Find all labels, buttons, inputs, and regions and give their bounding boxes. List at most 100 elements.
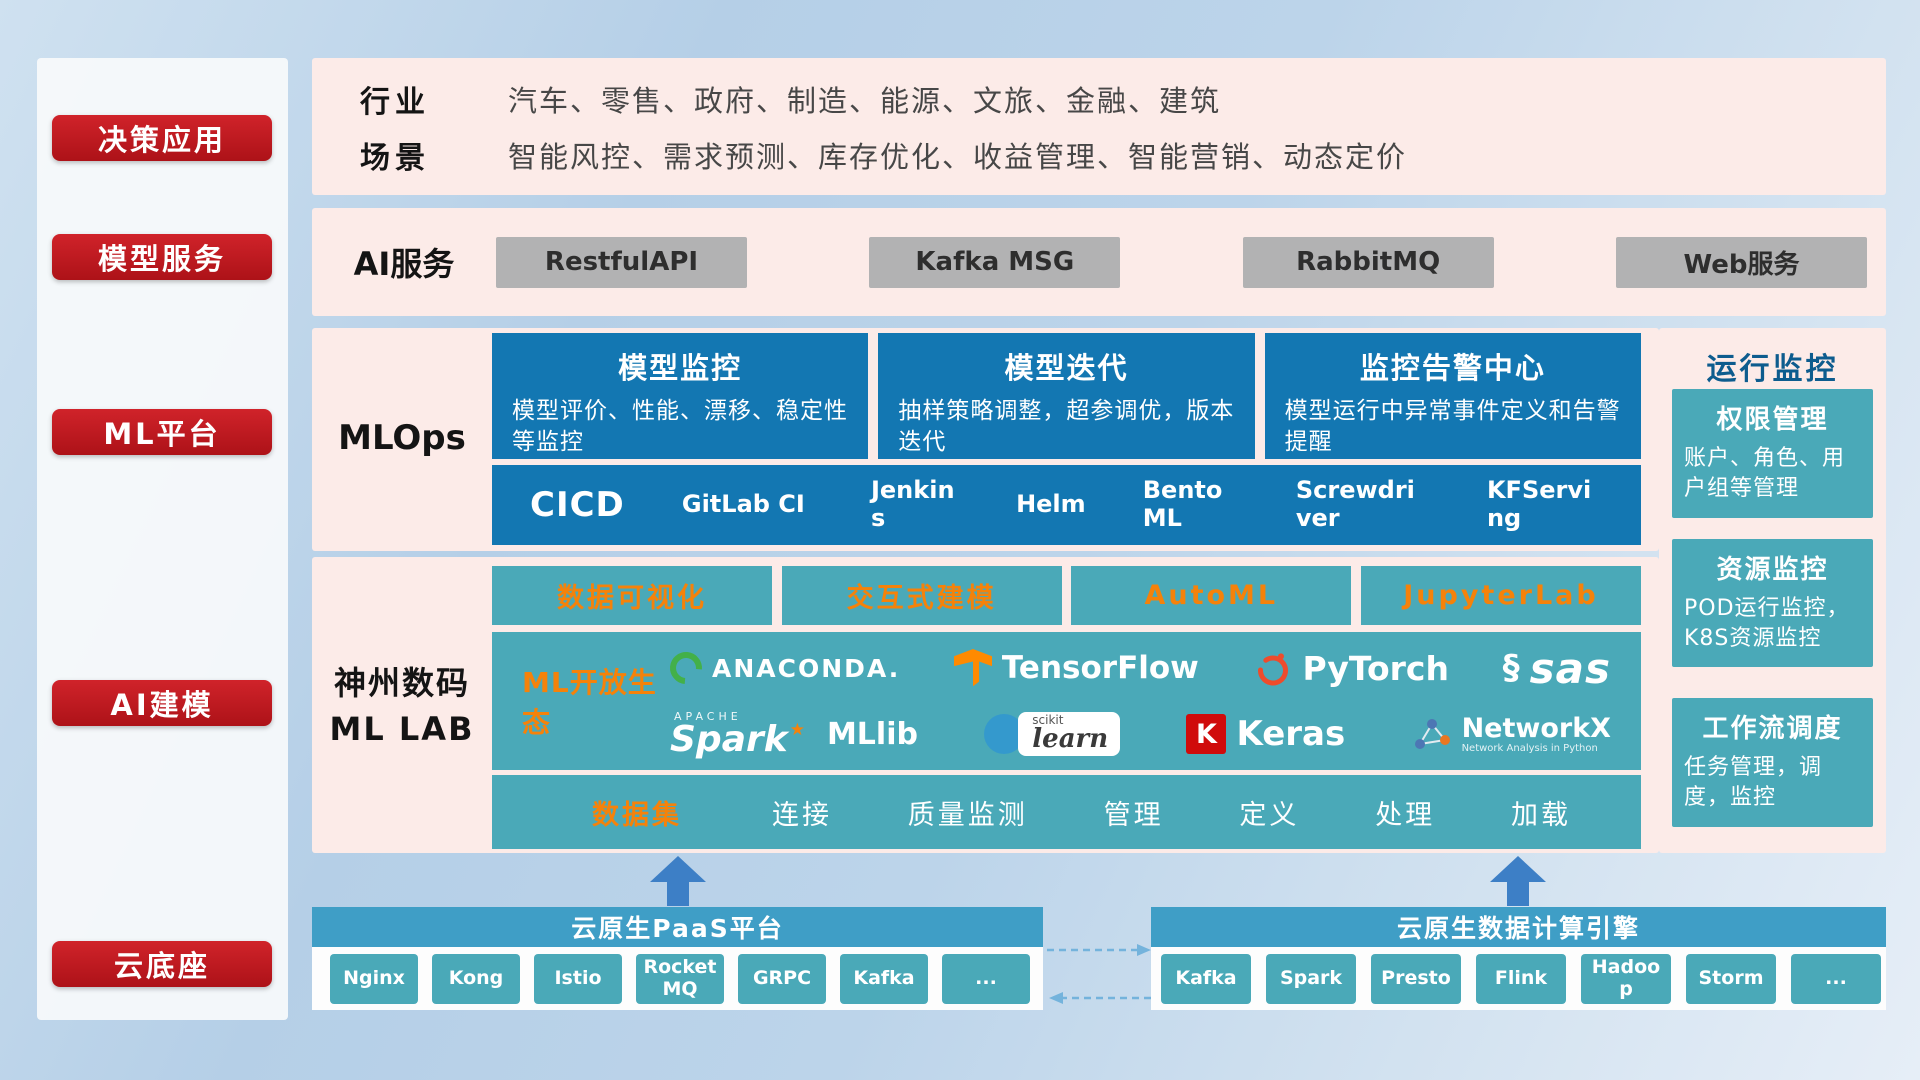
kfserving-item: KFServing	[1486, 476, 1592, 532]
networkx-subtitle: Network Analysis in Python	[1461, 743, 1598, 755]
dataset-bar: 数据集 连接 质量监测 管理 定义 处理 加载	[492, 775, 1641, 849]
restful-api-button: RestfulAPI	[496, 236, 747, 288]
storm-button: Storm	[1686, 953, 1776, 1004]
eco-row-1: ANACONDA. TensorFlow	[663, 637, 1611, 699]
spark-button: Spark	[1266, 953, 1356, 1004]
workflow-scheduling-card: 工作流调度 任务管理，调度，监控	[1672, 698, 1873, 827]
sidebar-item-ml-platform: ML平台	[52, 409, 272, 455]
mllib-label: MLlib	[826, 716, 918, 752]
mllab-panel: 神州数码 ML LAB 数据可视化 交互式建模 AutoML JupyterLa…	[312, 557, 1659, 853]
card-desc: 模型运行中异常事件定义和告警提醒	[1284, 398, 1621, 456]
dataset-item-manage: 管理	[1103, 799, 1164, 831]
sidebar-item-cloud-base: 云底座	[52, 941, 272, 987]
networkx-logo: NetworkX Network Analysis in Python	[1412, 713, 1611, 755]
web-service-button: Web服务	[1615, 236, 1867, 288]
apache-label: APACHE	[674, 709, 742, 723]
jupyterlab-button: JupyterLab	[1360, 566, 1641, 625]
jenkins-item: Jenkins	[870, 476, 955, 532]
rabbitmq-button: RabbitMQ	[1242, 236, 1494, 288]
pytorch-icon	[1257, 653, 1288, 686]
keras-icon: K	[1186, 714, 1227, 754]
spark-mllib-logo: APACHE Spark★ MLlib	[670, 711, 918, 758]
dataset-item-load: 加载	[1510, 799, 1571, 831]
screwdriver-item: Screwdriver	[1295, 476, 1415, 532]
model-iteration-card: 模型迭代 抽样策略调整，超参调优，版本迭代	[878, 333, 1255, 459]
more-button: ...	[942, 953, 1030, 1004]
ai-service-panel: AI服务 RestfulAPI Kafka MSG RabbitMQ Web服务	[312, 208, 1886, 316]
card-desc: 账户、角色、用户组等管理	[1684, 446, 1846, 501]
nginx-button: Nginx	[330, 953, 418, 1004]
ml-open-ecosystem-area: ML开放生态 ANACONDA. TensorFlow	[492, 632, 1641, 770]
spark-star-icon: ★	[789, 719, 805, 740]
data-visualization-button: 数据可视化	[492, 566, 772, 625]
dataset-items: 连接 质量监测 管理 定义 处理 加载	[682, 793, 1641, 832]
up-arrow-paas	[650, 856, 706, 906]
alert-center-card: 监控告警中心 模型运行中异常事件定义和告警提醒	[1264, 333, 1641, 459]
card-title: 模型迭代	[1004, 351, 1129, 385]
spark-wordmark: APACHE Spark★	[670, 711, 805, 758]
card-desc: 抽样策略调整，超参调优，版本迭代	[898, 398, 1235, 456]
interactive-modeling-button: 交互式建模	[781, 566, 1062, 625]
grpc-button: GRPC	[738, 953, 826, 1004]
industry-row: 行业 汽车、零售、政府、制造、能源、文旅、金融、建筑	[360, 71, 1866, 127]
card-title: 监控告警中心	[1359, 351, 1546, 385]
sidebar-item-model-service: 模型服务	[52, 234, 272, 280]
run-monitoring-title: 运行监控	[1706, 352, 1839, 387]
scikit-learn-logo: scikit learn	[984, 712, 1121, 756]
left-sidebar: 决策应用 模型服务 ML平台 AI建模 云底座	[37, 58, 288, 1020]
sas-wordmark: sas	[1529, 643, 1611, 693]
card-desc: POD运行监控，K8S资源监控	[1684, 596, 1850, 651]
tensorflow-wordmark: TensorFlow	[1001, 650, 1199, 686]
model-monitoring-card: 模型监控 模型评价、性能、漂移、稳定性等监控	[492, 333, 869, 459]
dataset-item-process: 处理	[1375, 799, 1436, 831]
tensorflow-icon	[953, 649, 992, 687]
scikit-label: scikit	[1032, 713, 1064, 727]
up-arrow-engine	[1490, 856, 1546, 906]
data-engine-components-strip: Kafka Spark Presto Flink Hadoop Storm ..…	[1151, 947, 1886, 1010]
ai-service-label: AI服务	[353, 245, 455, 283]
card-title: 资源监控	[1716, 555, 1829, 585]
automl-button: AutoML	[1071, 566, 1352, 625]
card-desc: 任务管理，调度，监控	[1684, 755, 1823, 810]
learn-label: learn	[1032, 724, 1109, 754]
istio-button: Istio	[534, 953, 622, 1004]
helm-item: Helm	[1016, 490, 1086, 519]
sidebar-item-ai-modeling: AI建模	[52, 680, 272, 726]
card-desc: 模型评价、性能、漂移、稳定性等监控	[512, 398, 848, 456]
eco-logos: ANACONDA. TensorFlow	[663, 637, 1641, 765]
dataset-item-define: 定义	[1239, 799, 1300, 831]
pytorch-logo: PyTorch	[1253, 648, 1449, 688]
keras-wordmark: Keras	[1236, 714, 1346, 754]
eco-label: ML开放生态	[522, 666, 657, 739]
gitlab-ci-item: GitLab CI	[681, 490, 805, 519]
rocketmq-button: RocketMQ	[636, 953, 724, 1004]
sidebar-item-decision-app: 决策应用	[52, 115, 272, 161]
kafka-msg-button: Kafka MSG	[869, 236, 1121, 288]
scikit-learn-icon	[984, 714, 1025, 754]
industry-label: 行业	[360, 84, 430, 120]
paas-platform-bar: 云原生PaaS平台	[312, 907, 1043, 947]
mlops-label: MLOps	[338, 418, 466, 458]
resource-monitoring-card: 资源监控 POD运行监控，K8S资源监控	[1672, 539, 1873, 667]
sas-logo: § sas	[1503, 644, 1611, 693]
bentoml-item: BentoML	[1142, 476, 1223, 532]
anaconda-icon	[663, 645, 709, 691]
mlops-content: 模型监控 模型评价、性能、漂移、稳定性等监控 模型迭代 抽样策略调整，超参调优，…	[492, 333, 1641, 551]
dataset-title: 数据集	[592, 799, 682, 831]
scikit-learn-wordmark: scikit learn	[1018, 712, 1121, 756]
spark-label: Spark	[670, 718, 788, 760]
dataset-item-connect: 连接	[772, 799, 832, 831]
mlops-panel: MLOps 模型监控 模型评价、性能、漂移、稳定性等监控 模型迭代 抽样策略调整…	[312, 328, 1659, 551]
industry-value: 汽车、零售、政府、制造、能源、文旅、金融、建筑	[508, 83, 1222, 118]
sas-icon: §	[1502, 648, 1520, 688]
mlops-cards: 模型监控 模型评价、性能、漂移、稳定性等监控 模型迭代 抽样策略调整，超参调优，…	[492, 333, 1641, 459]
scene-label: 场景	[360, 140, 430, 176]
run-monitoring-panel: 运行监控 权限管理 账户、角色、用户组等管理 资源监控 POD运行监控，K8S资…	[1659, 328, 1886, 853]
card-title: 模型监控	[618, 351, 743, 385]
tensorflow-logo: TensorFlow	[953, 647, 1199, 689]
networkx-wordmark: NetworkX Network Analysis in Python	[1461, 713, 1611, 755]
permission-management-card: 权限管理 账户、角色、用户组等管理	[1672, 389, 1873, 518]
mllab-tools-row: 数据可视化 交互式建模 AutoML JupyterLab	[492, 566, 1641, 625]
networkx-icon	[1414, 719, 1450, 749]
